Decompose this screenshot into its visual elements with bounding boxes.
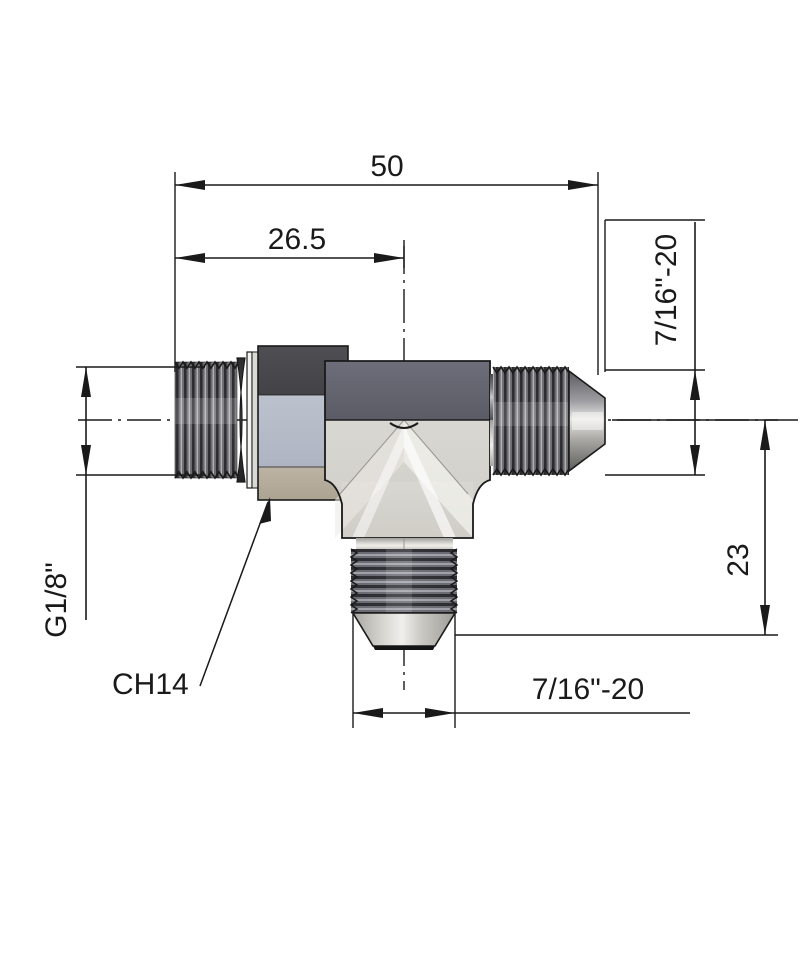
tee-miter-line-left [339, 419, 405, 495]
arrow-left-50 [175, 180, 205, 190]
right-thread-stripes [493, 367, 569, 475]
arrow-top-g18 [81, 367, 91, 397]
branch-thread-crest-right [449, 548, 459, 614]
arrow-left-265 [175, 253, 205, 263]
branch-thread-stripes [351, 549, 457, 613]
bottom-jic-flare-branch [349, 538, 459, 650]
branch-flare-cone [351, 612, 457, 647]
washer-ring [246, 351, 253, 489]
tee-miter-left [335, 420, 404, 538]
right-thread-crest-bottom [492, 467, 570, 477]
arrow-left-branch-thread [353, 708, 383, 718]
fitting-assembly [174, 345, 606, 650]
arrow-bottom-23 [760, 605, 770, 635]
dim-label-left-port-thread: G1/8" [40, 562, 73, 638]
left-g18-thread-port [174, 360, 240, 480]
tee-miter-inner-left [352, 425, 404, 538]
dim-label-overall-length: 50 [370, 150, 403, 183]
dimension-overall-length: 50 [174, 150, 599, 375]
dim-label-branch-offset: 26.5 [268, 223, 326, 256]
sealing-washer-stack [236, 351, 259, 489]
tee-miter-inner-right [404, 425, 456, 538]
dim-label-branch-thread: 7/16"-20 [532, 673, 644, 706]
dim-label-hex-size: CH14 [112, 668, 189, 701]
left-thread-stripes [175, 362, 237, 478]
dim-label-run-thread-right: 7/16"-20 [650, 234, 683, 346]
arrow-bottom-run-thread [690, 445, 700, 475]
tee-body-outline [324, 360, 491, 539]
dimension-branch-height: 23 [455, 419, 778, 636]
arrow-bottom-g18 [81, 445, 91, 475]
arrow-top-run-thread [690, 370, 700, 400]
right-thread-crest-top [492, 365, 570, 375]
dimension-branch-thread: 7/16"-20 [352, 613, 690, 728]
arrow-right-50 [568, 180, 598, 190]
tee-body [324, 360, 491, 539]
arrow-top-23 [760, 420, 770, 450]
right-flare-cone [568, 369, 606, 473]
right-flare-highlight [572, 412, 603, 430]
tee-body-top-half [325, 361, 490, 420]
dimension-branch-offset: 26.5 [175, 223, 405, 268]
dimension-run-thread-right: 7/16"-20 [604, 219, 705, 476]
right-jic-flare-port [490, 365, 606, 477]
oring-seal [236, 357, 246, 483]
branch-flare-tip-edge [373, 646, 435, 650]
callout-hex-size: CH14 [112, 497, 271, 701]
dimension-left-port-thread: G1/8" [40, 366, 205, 638]
leader-line-ch14 [199, 501, 269, 687]
arrow-right-branch-thread [425, 708, 455, 718]
tee-miter-right [404, 420, 473, 538]
branch-thread-crest-left [349, 548, 359, 614]
arrow-right-265 [374, 253, 404, 263]
dim-label-branch-height: 23 [722, 543, 755, 576]
tee-junction-cusp [389, 422, 419, 429]
tee-miter-line-right [403, 419, 469, 495]
leader-arrow-ch14 [259, 497, 271, 524]
washer-ring-back [251, 351, 259, 489]
